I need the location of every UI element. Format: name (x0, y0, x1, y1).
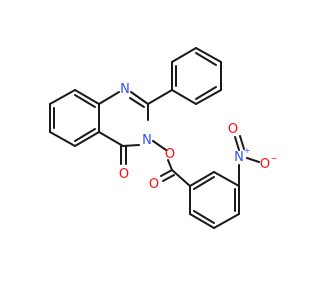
atom-labels: N N O O O N + O O − (119, 82, 277, 192)
nitro-oxygen-top: O (228, 122, 238, 137)
ester-carbonyl-oxygen: O (149, 177, 159, 192)
bonds (49, 47, 260, 229)
ring-nitrogen-n1: N (120, 82, 130, 97)
nitro-nitrogen: N (234, 150, 244, 165)
ester-linking-oxygen: O (165, 147, 175, 162)
nitro-oxygen-bottom: O (260, 157, 270, 172)
molecule-drawing: N N O O O N + O O − (49, 47, 277, 229)
nitro-nitrogen-charge: + (244, 146, 251, 155)
nitro-oxygen-charge: − (271, 154, 278, 163)
carbonyl-oxygen: O (119, 167, 129, 182)
structure-diagram: N N O O O N + O O − (49, 47, 277, 229)
ring-nitrogen-n3: N (142, 133, 152, 148)
